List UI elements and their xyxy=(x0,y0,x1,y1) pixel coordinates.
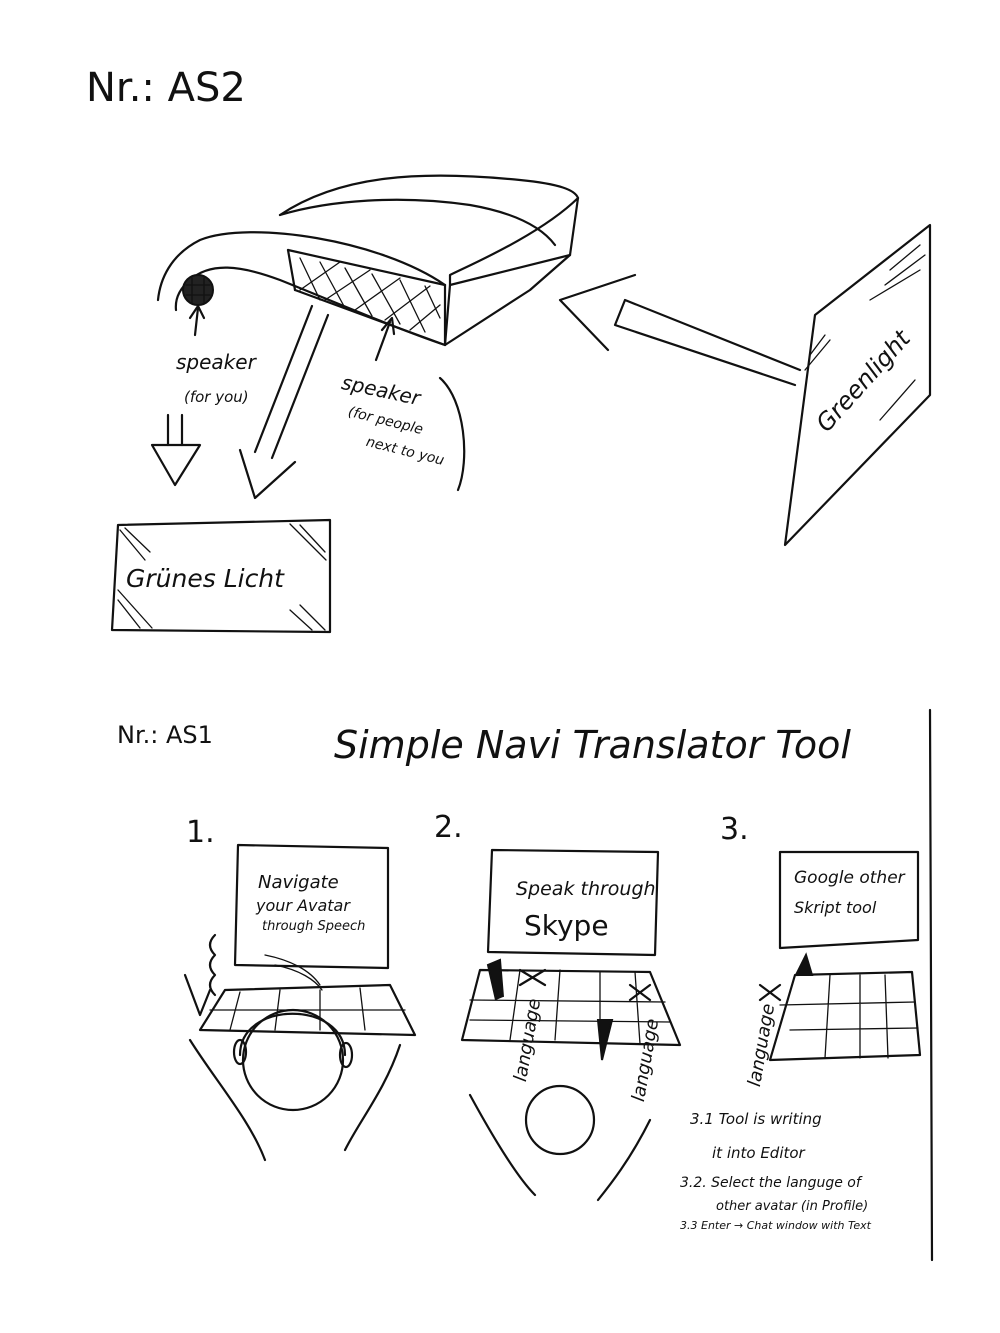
sheet-id-top: Nr.: AS2 xyxy=(86,65,246,111)
left-arrow-icon xyxy=(558,273,802,387)
step1-screen-line1: Navigate xyxy=(258,872,339,893)
step1-screen-line3: through Speech xyxy=(262,919,366,934)
vertical-divider xyxy=(928,708,934,1262)
speaker-you-sub: (for you) xyxy=(184,388,249,406)
card-left-text: Grünes Licht xyxy=(126,564,284,593)
sheet-id-bottom: Nr.: AS1 xyxy=(117,721,213,749)
step1-number: 1. xyxy=(186,815,215,850)
step2-screen-line2: Skype xyxy=(524,909,609,942)
page-title: Simple Navi Translator Tool xyxy=(334,723,851,767)
note-3-2b: other avatar (in Profile) xyxy=(716,1199,869,1214)
speaker-you-label: speaker xyxy=(176,350,256,374)
down-arrow-right-icon xyxy=(238,304,330,500)
card-gruenes-licht xyxy=(110,518,332,634)
note-3-1b: it into Editor xyxy=(712,1144,805,1162)
step3-screen-line1: Google other xyxy=(794,868,905,888)
step3-drawing xyxy=(758,850,922,1062)
card-greenlight xyxy=(783,223,932,547)
step3-screen-line2: Skript tool xyxy=(794,898,877,917)
step2-drawing xyxy=(460,848,682,1202)
note-3-2: 3.2. Select the languge of xyxy=(680,1175,861,1191)
note-3-3: 3.3 Enter → Chat window with Text xyxy=(680,1219,871,1232)
glasses-drawing xyxy=(156,174,580,492)
down-arrow-left-icon xyxy=(150,413,202,487)
step1-screen-line2: your Avatar xyxy=(256,896,350,915)
step2-screen-line1: Speak through xyxy=(516,878,656,900)
step1-drawing xyxy=(183,843,417,1162)
step3-number: 3. xyxy=(720,812,749,847)
note-3-1: 3.1 Tool is writing xyxy=(690,1110,822,1128)
step2-number: 2. xyxy=(434,810,463,845)
